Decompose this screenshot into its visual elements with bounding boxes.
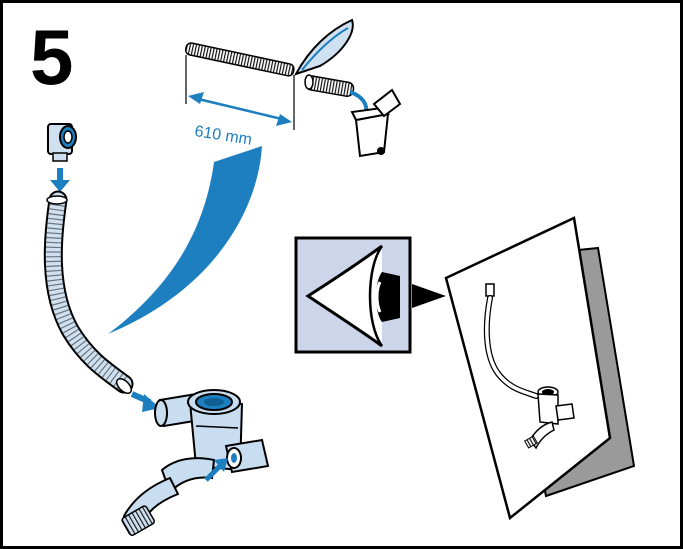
hose-segment xyxy=(185,42,295,77)
dimension-arrowhead-left xyxy=(188,92,204,104)
dimension-line xyxy=(194,98,286,120)
step-number: 5 xyxy=(30,18,73,96)
overflow-fitting xyxy=(48,124,76,161)
reference-document xyxy=(446,218,634,518)
drain-trap xyxy=(121,390,268,536)
waste-bin-icon xyxy=(352,90,400,156)
visual-check-box xyxy=(296,238,446,352)
dimension-arrowhead-right xyxy=(276,114,292,126)
down-arrow-icon xyxy=(50,168,70,192)
pointer-arrow-icon xyxy=(412,284,446,308)
large-curved-arrow xyxy=(108,146,262,334)
